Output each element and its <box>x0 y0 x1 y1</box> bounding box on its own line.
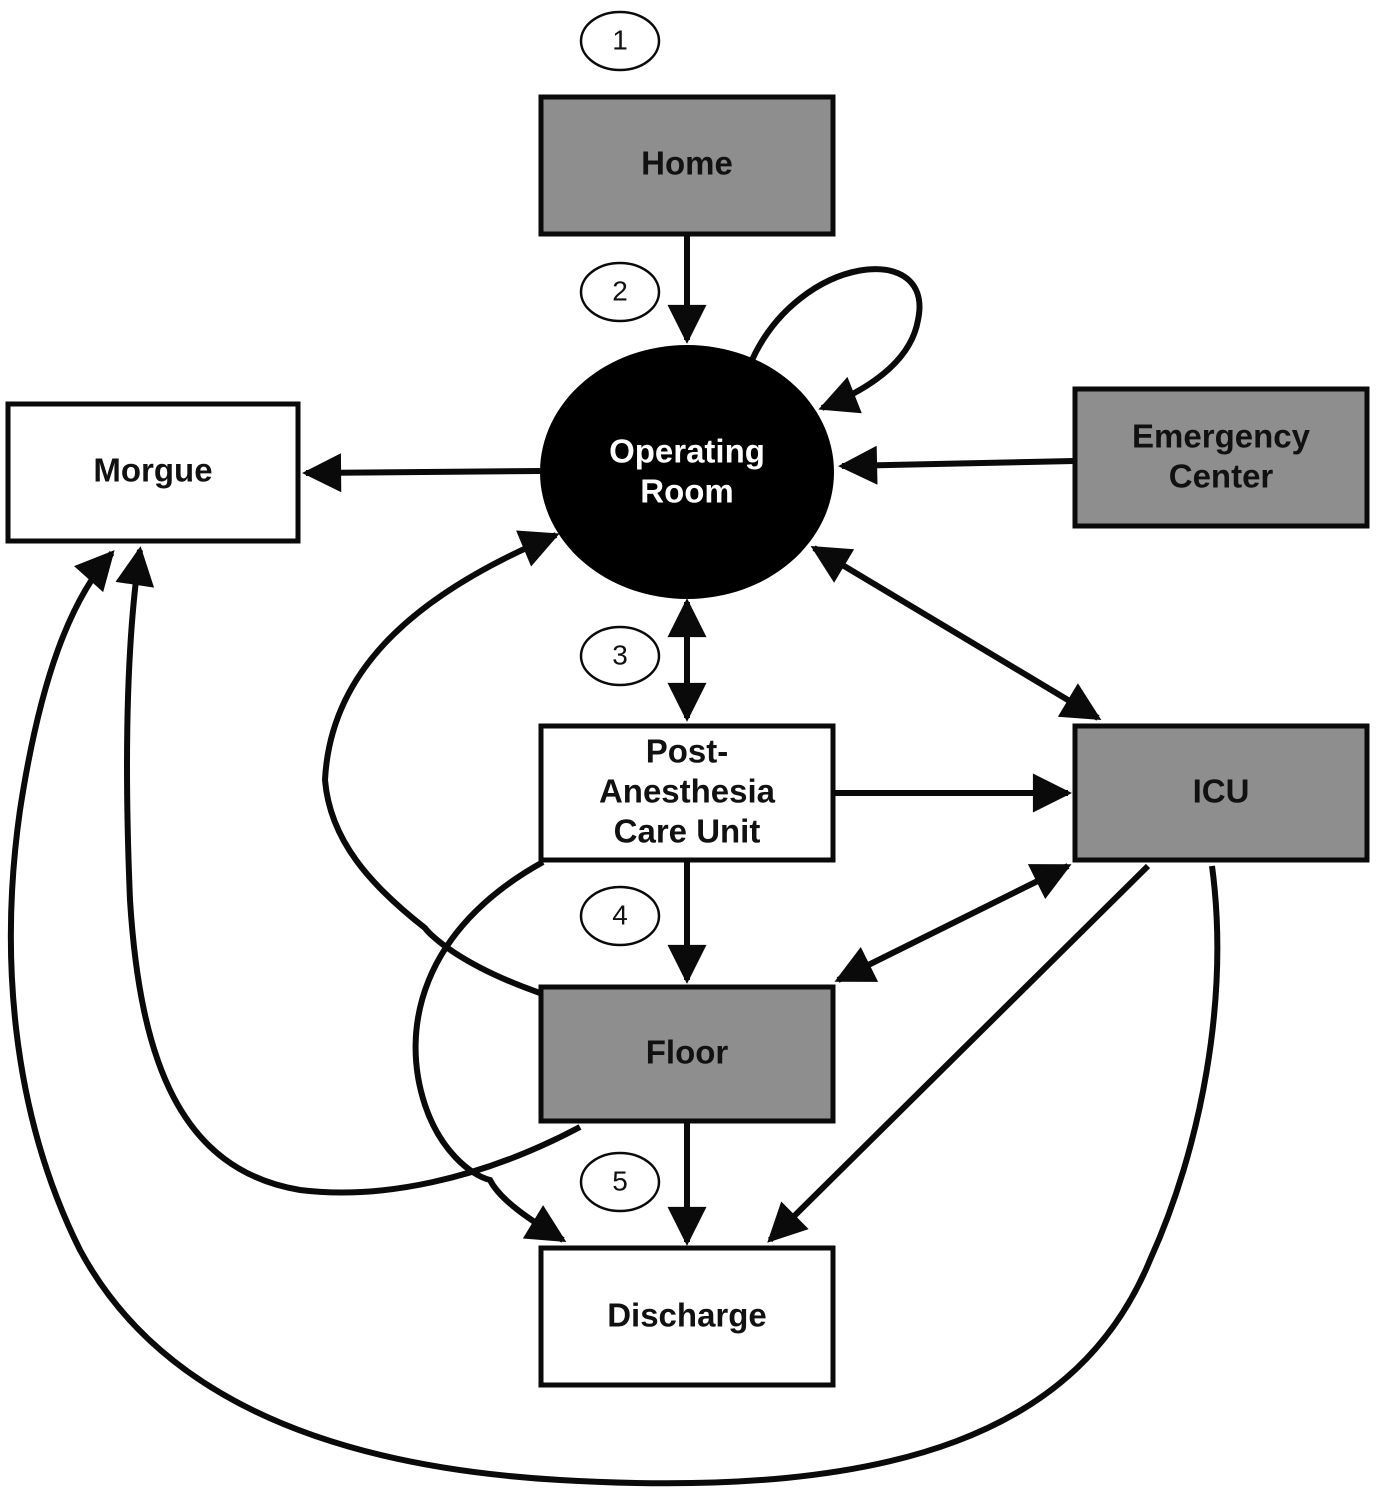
step-oval-5 <box>579 1151 661 1213</box>
pacu-node: Post- Anesthesia Care Unit <box>538 723 836 863</box>
edge-pacu-to-discharge <box>412 859 567 1243</box>
edges <box>7 236 1221 1487</box>
emergency-center-label: Emergency <box>1132 418 1311 455</box>
step-oval-4 <box>579 885 661 947</box>
step-oval-1 <box>579 10 661 72</box>
edge-or-self-loop <box>749 266 923 414</box>
home-node: Home <box>538 94 836 237</box>
step-oval-2 <box>579 261 661 323</box>
edge-floor-to-or <box>321 530 560 996</box>
edge-or-to-morgue <box>302 453 541 493</box>
operating-room-circle <box>540 345 834 599</box>
edge-emergency-to-or <box>838 445 1075 485</box>
morgue-label: Morgue <box>93 452 212 489</box>
icu-node: ICU <box>1072 723 1370 863</box>
floor-node: Floor <box>538 984 836 1124</box>
step-marker-2: 2 <box>579 261 661 323</box>
operating-room-node: Operating Room <box>540 345 834 599</box>
edge-icu-floor-bidirectional <box>834 863 1072 983</box>
step-marker-5: 5 <box>579 1151 661 1213</box>
icu-box <box>1072 723 1370 863</box>
pacu-label: Post- <box>646 733 729 770</box>
edge-floor-to-morgue <box>115 546 582 1196</box>
discharge-label: Discharge <box>607 1297 767 1334</box>
morgue-node: Morgue <box>5 401 301 544</box>
pacu-label-line-2: Anesthesia <box>599 773 776 810</box>
home-label: Home <box>641 145 733 182</box>
step-label-2: 2 <box>612 275 628 306</box>
emergency-center-label-line-2: Center <box>1169 458 1274 495</box>
emergency-center-node: Emergency Center <box>1072 386 1370 529</box>
discharge-node: Discharge <box>538 1245 836 1388</box>
step-marker-1: 1 <box>579 10 661 72</box>
step-marker-3: 3 <box>579 625 661 687</box>
floor-label: Floor <box>646 1034 729 1071</box>
step-label-4: 4 <box>612 899 628 930</box>
step-marker-4: 4 <box>579 885 661 947</box>
step-markers: 1 2 3 4 5 <box>579 10 661 1213</box>
icu-label: ICU <box>1193 773 1250 810</box>
floor-box <box>538 984 836 1124</box>
pacu-label-line-3: Care Unit <box>614 813 761 850</box>
edge-icu-to-discharge <box>767 863 1151 1243</box>
step-label-5: 5 <box>612 1165 628 1196</box>
step-oval-3 <box>579 625 661 687</box>
operating-room-label-line-2: Room <box>640 473 734 510</box>
step-label-1: 1 <box>612 24 628 55</box>
pacu-box <box>538 723 836 863</box>
operating-room-label: Operating <box>609 433 765 470</box>
home-box <box>538 94 836 237</box>
discharge-box <box>538 1245 836 1388</box>
morgue-box <box>5 401 301 544</box>
step-label-3: 3 <box>612 639 628 670</box>
emergency-center-box <box>1072 386 1370 529</box>
edge-icu-to-morgue <box>7 550 1221 1487</box>
edge-or-icu-bidirectional <box>810 545 1102 721</box>
